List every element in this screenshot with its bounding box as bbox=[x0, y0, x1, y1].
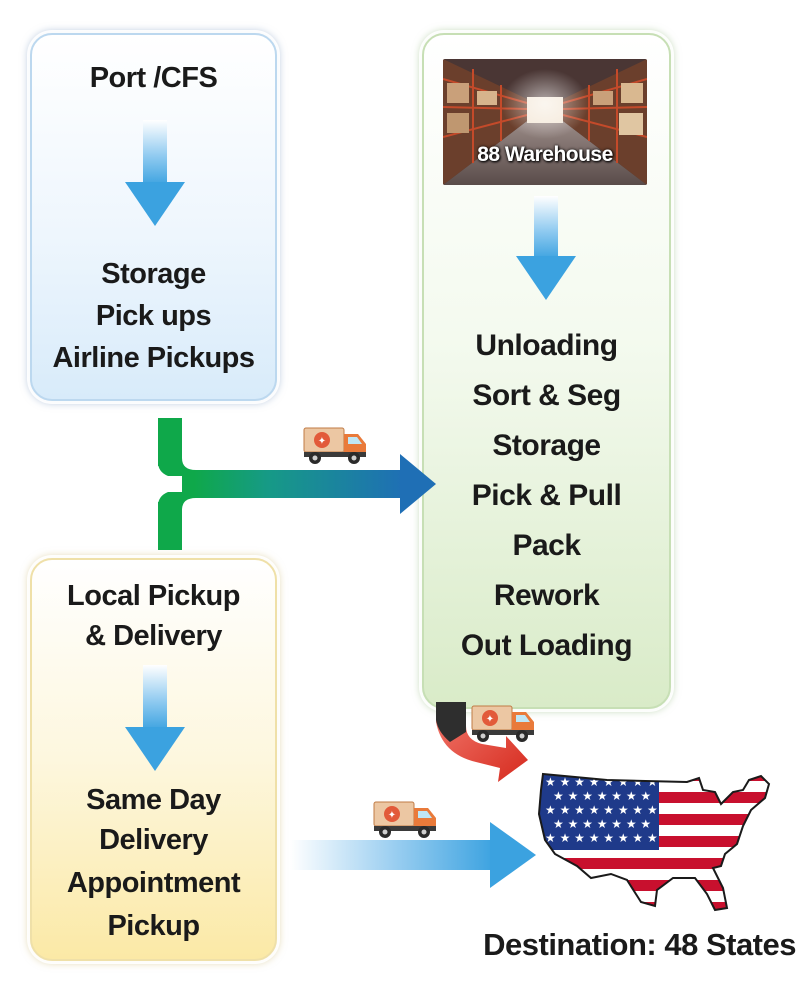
port-cfs-title: Port /CFS bbox=[89, 62, 218, 94]
warehouse-service-pick: Pick & Pull bbox=[471, 479, 622, 512]
warehouse-photo-label: 88 Warehouse bbox=[477, 143, 613, 166]
local-service-line-4: Pickup bbox=[107, 910, 200, 942]
warehouse-aisle-image bbox=[443, 59, 647, 185]
warehouse-service-rework: Rework bbox=[493, 579, 600, 612]
local-service-line-3: Appointment bbox=[66, 867, 241, 899]
warehouse-service-pack: Pack bbox=[512, 529, 581, 562]
svg-text:★ ★ ★ ★ ★ ★ ★: ★ ★ ★ ★ ★ ★ ★ bbox=[553, 789, 651, 803]
warehouse-services-list: Unloading Sort & Seg Storage Pick & Pull… bbox=[422, 321, 671, 671]
delivery-truck-icon bbox=[373, 801, 437, 839]
local-service-line-2: Delivery bbox=[99, 824, 208, 856]
svg-text:★ ★ ★ ★ ★ ★ ★ ★: ★ ★ ★ ★ ★ ★ ★ ★ bbox=[545, 831, 658, 845]
port-service-pickups: Pick ups bbox=[95, 300, 212, 332]
warehouse-service-sort: Sort & Seg bbox=[472, 379, 621, 412]
port-service-storage: Storage bbox=[101, 258, 206, 290]
port-service-airline: Airline Pickups bbox=[52, 342, 255, 374]
local-title-line-2: & Delivery bbox=[85, 620, 222, 652]
usa-flag-map-icon: ★ ★ ★ ★ ★ ★ ★ ★ ★ ★ ★ ★ ★ ★ ★ ★ ★ ★ ★ ★ … bbox=[537, 772, 771, 912]
warehouse-service-unloading: Unloading bbox=[475, 329, 618, 362]
connector-arrow-to-warehouse bbox=[158, 418, 436, 550]
delivery-truck-icon bbox=[303, 427, 367, 465]
arrow-right-to-destination bbox=[290, 822, 536, 888]
port-services-list: Storage Pick ups Airline Pickups bbox=[30, 253, 277, 379]
warehouse-service-storage: Storage bbox=[492, 429, 601, 462]
delivery-truck-icon bbox=[471, 705, 535, 743]
arrow-down-icon bbox=[125, 665, 185, 771]
warehouse-service-outloading: Out Loading bbox=[460, 629, 633, 662]
local-services-list: Same Day Delivery Appointment Pickup bbox=[30, 780, 277, 946]
svg-text:★ ★ ★ ★ ★ ★ ★: ★ ★ ★ ★ ★ ★ ★ bbox=[553, 817, 651, 831]
svg-text:★ ★ ★ ★ ★ ★ ★ ★: ★ ★ ★ ★ ★ ★ ★ ★ bbox=[545, 803, 658, 817]
arrow-down-icon bbox=[516, 196, 576, 300]
warehouse-photo: 88 Warehouse bbox=[443, 59, 647, 185]
arrow-down-icon bbox=[125, 120, 185, 226]
local-title-line-1: Local Pickup bbox=[67, 580, 240, 612]
svg-text:★ ★ ★ ★ ★ ★ ★ ★: ★ ★ ★ ★ ★ ★ ★ ★ bbox=[545, 775, 658, 789]
destination-label: Destination: 48 States bbox=[483, 927, 796, 962]
local-pickup-title: Local Pickup & Delivery bbox=[30, 576, 277, 656]
arrow-to-destination-red bbox=[436, 702, 528, 782]
local-service-line-1: Same Day bbox=[86, 784, 221, 816]
